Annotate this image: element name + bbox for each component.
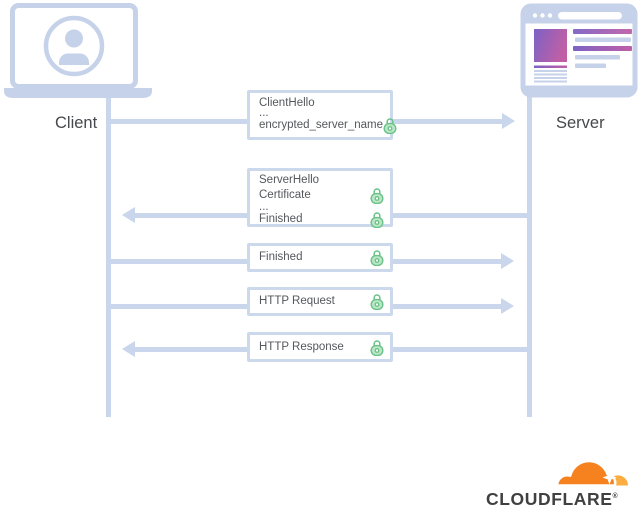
message-text: encrypted_server_name <box>259 119 384 131</box>
message-box-serverhello: ServerHello Certificate ... Finished <box>247 168 393 228</box>
message-line: HTTP Response <box>250 339 390 356</box>
message-text: ServerHello <box>259 174 320 186</box>
message-line: Finished <box>250 211 390 228</box>
client-lifeline <box>106 96 111 417</box>
message-text: Finished <box>259 251 303 263</box>
message-line: ... <box>250 201 390 213</box>
message-text: HTTP Request <box>259 295 335 307</box>
message-text: ... <box>259 201 269 213</box>
padlock-icon <box>370 188 384 204</box>
message-line: Certificate <box>250 187 390 204</box>
message-line: encrypted_server_name <box>250 117 397 134</box>
server-label: Server <box>556 114 605 132</box>
padlock-icon <box>370 294 384 310</box>
message-line: ... <box>250 107 390 119</box>
arrow-right-icon <box>501 253 514 269</box>
arrow-left-icon <box>122 207 135 223</box>
message-text: ClientHello <box>259 97 315 109</box>
client-label: Client <box>55 114 98 132</box>
arrow-right-icon <box>501 298 514 314</box>
message-text: ... <box>259 107 269 119</box>
message-line: ServerHello <box>250 174 390 187</box>
message-text: Finished <box>259 213 303 225</box>
message-box-http-request: HTTP Request <box>247 287 393 316</box>
browser-window-icon <box>520 3 638 98</box>
message-line: ClientHello <box>250 97 390 110</box>
padlock-icon <box>370 339 384 356</box>
cloudflare-wordmark: CLOUDFLARE® <box>486 489 618 510</box>
arrow-right-icon <box>502 113 515 129</box>
padlock-icon <box>370 212 384 228</box>
message-text: Certificate <box>259 189 311 201</box>
brand-name: CLOUDFLARE <box>486 489 613 509</box>
message-box-finished: Finished <box>247 243 393 272</box>
message-box-http-response: HTTP Response <box>247 332 393 362</box>
laptop-user-icon <box>4 3 152 98</box>
server-lifeline <box>527 95 532 417</box>
message-line: Finished <box>250 249 390 266</box>
message-text: HTTP Response <box>259 340 344 353</box>
message-line: HTTP Request <box>250 293 390 310</box>
registered-mark: ® <box>612 493 618 501</box>
padlock-icon <box>383 118 397 134</box>
message-box-clienthello: ClientHello ... encrypted_server_name <box>247 90 397 140</box>
padlock-icon <box>370 250 384 266</box>
arrow-left-icon <box>122 341 135 357</box>
cloudflare-cloud-icon <box>555 459 628 487</box>
